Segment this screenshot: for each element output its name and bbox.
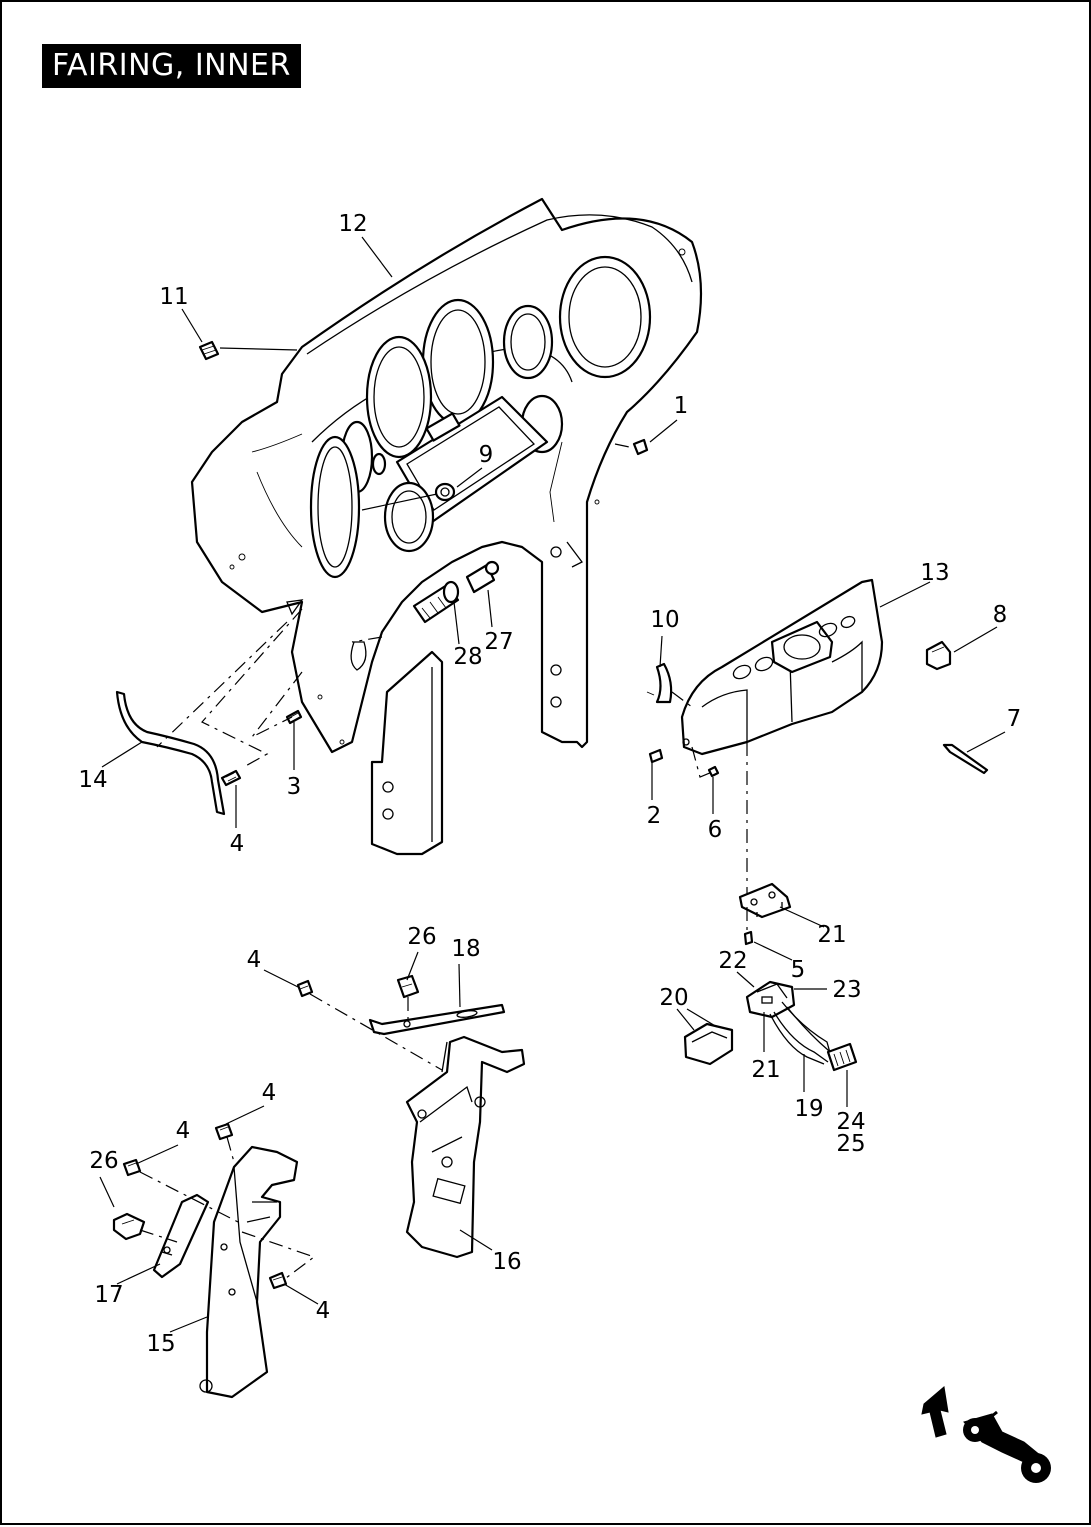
callout-c22: 22: [718, 948, 747, 974]
strap-bracket-part-18: [368, 1003, 506, 1036]
clip-nut-part-26-upper: [396, 974, 420, 999]
bracket-part-16: [405, 1035, 526, 1259]
callout-c15: 15: [146, 1331, 175, 1357]
assembly-line-nut: [691, 746, 713, 778]
callout-c24: 24: [836, 1109, 865, 1135]
switch-part-20: [683, 1022, 734, 1066]
nut-part-6: [707, 765, 720, 778]
callout-c23: 23: [832, 977, 861, 1003]
leader-lines: [99, 236, 1006, 1333]
callout-c11: 11: [159, 284, 188, 310]
push-pin-part-1: [614, 438, 649, 456]
callout-c10: 10: [650, 607, 679, 633]
harness-part-19: [769, 1001, 835, 1065]
callout-c3: 3: [287, 774, 302, 800]
cable-tie-part-7: [942, 743, 989, 775]
screw-part-4-left-upper: [214, 1122, 234, 1141]
assembly-line-bracket-17: [139, 1171, 243, 1225]
callout-c20: 20: [659, 985, 688, 1011]
callout-c4c: 4: [262, 1080, 277, 1106]
lighter-part-28: [412, 580, 460, 624]
callout-c14: 14: [78, 767, 107, 793]
callout-c21a: 21: [817, 922, 846, 948]
callout-c17: 17: [94, 1282, 123, 1308]
callout-c16: 16: [492, 1249, 521, 1275]
screw-part-4-left: [122, 1158, 142, 1177]
screw-part-3: [285, 709, 303, 725]
bracket-part-15: [199, 1145, 299, 1399]
callout-c25: 25: [836, 1131, 865, 1157]
callout-c26a: 26: [407, 924, 436, 950]
callout-c8: 8: [993, 602, 1008, 628]
clip-part-11: [198, 340, 220, 361]
trim-strip-part-14: [115, 690, 226, 816]
assembly-line-bracket-15-lower: [241, 1231, 316, 1279]
assembly-line-clip-26-lower: [139, 1229, 178, 1243]
callout-c28: 28: [453, 644, 482, 670]
motorcycle-direction-arrow-icon: [921, 1386, 1051, 1483]
callout-c1: 1: [674, 393, 689, 419]
switch-part-22: [745, 980, 796, 1019]
screw-part-4-lower: [268, 1271, 288, 1290]
grommet-part-9: [361, 482, 456, 511]
callout-c13: 13: [920, 560, 949, 586]
callout-c4b: 4: [247, 947, 262, 973]
callout-c7: 7: [1007, 706, 1022, 732]
clip-nut-part-26-lower: [112, 1212, 146, 1241]
callout-c21b: 21: [751, 1057, 780, 1083]
assembly-line-lighter: [351, 636, 383, 643]
callout-c26b: 26: [89, 1148, 118, 1174]
callout-c2: 2: [647, 803, 662, 829]
callout-c5: 5: [791, 957, 806, 983]
callout-c4e: 4: [316, 1298, 331, 1324]
assembly-line-bracket-15-top: [226, 1136, 235, 1163]
callout-c4d: 4: [176, 1118, 191, 1144]
mounting-plate-part-21-upper: [738, 882, 792, 919]
callout-c4a: 4: [230, 831, 245, 857]
screw-part-4-upper: [220, 769, 242, 787]
screw-part-4-mid: [296, 979, 314, 998]
callout-c9: 9: [479, 442, 494, 468]
callout-c19: 19: [794, 1096, 823, 1122]
screw-part-2: [648, 748, 664, 764]
callout-c12: 12: [338, 211, 367, 237]
socket-part-27: [465, 560, 500, 594]
screw-part-5: [743, 930, 754, 946]
callout-c18: 18: [451, 936, 480, 962]
diagram-title: FAIRING, INNER: [42, 44, 301, 88]
assembly-line-bracket-16: [309, 993, 443, 1071]
bracket-part-10: [646, 662, 673, 704]
connector-part-24-25: [826, 1042, 858, 1072]
callout-c27: 27: [484, 629, 513, 655]
callout-labels: 1234444456789101112131415161718192021212…: [78, 211, 1021, 1357]
assembly-line-fairing-left: [201, 608, 303, 769]
callout-c6: 6: [708, 817, 723, 843]
switch-panel-part-13: [680, 578, 884, 756]
assembly-line-bracket-10: [671, 691, 693, 708]
inner-fairing-part-12: [190, 197, 703, 856]
assembly-line-trim: [156, 621, 288, 748]
bracket-part-17: [152, 1193, 210, 1279]
switch-cap-part-8: [925, 640, 952, 671]
